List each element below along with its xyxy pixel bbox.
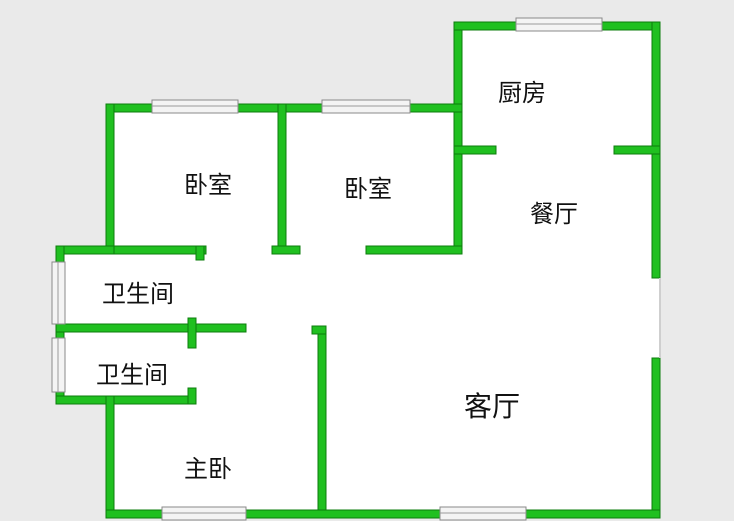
wall-master-right-cap [311, 325, 327, 335]
wall-kitchen-left [453, 21, 463, 253]
wall-kitchen-stub-right [613, 145, 661, 155]
label-kitchen: 厨房 [498, 79, 546, 107]
wall-bottom [105, 509, 661, 519]
floor-area [56, 24, 660, 514]
wall-bath-bottom-jamb [187, 387, 197, 405]
watermark-line-2: 以上图片仅供参考，以实际为准 [300, 285, 412, 295]
label-bedroom-right: 卧室 [344, 175, 392, 203]
window-bedroom-left [151, 99, 239, 114]
wall-bedroom-bottom-mid [271, 245, 301, 255]
wall-bedroom-bottom-right [365, 245, 463, 255]
label-bathroom-lower: 卫生间 [96, 361, 168, 389]
window-living-bottom [439, 506, 527, 521]
wall-bath-divider [55, 323, 247, 333]
label-bedroom-left: 卧室 [184, 171, 232, 199]
watermark: zhgzhu 中介 | HDWJ | 生 | HOOYOU | 展 DNALOO… [242, 270, 527, 295]
wall-bath-top [55, 245, 115, 255]
window-master-bottom [161, 506, 247, 521]
wall-master-right [317, 325, 327, 519]
wall-bath-bottom [55, 395, 197, 405]
walls [55, 21, 661, 519]
label-living-room: 客厅 [464, 390, 520, 423]
wall-door-jamb [195, 245, 205, 261]
room-labels: 厨房 卧室 卧室 餐厅 卫生间 卫生间 客厅 主卧 [96, 79, 578, 483]
label-dining: 餐厅 [530, 200, 578, 228]
wall-between-bedrooms [277, 103, 287, 251]
wall-bath-divider-jamb [187, 317, 197, 349]
wall-master-left [105, 395, 115, 519]
watermark-line-1: zhgzhu 中介 | HDWJ | 生 | HOOYOU | 展 DNALOO… [242, 270, 527, 283]
wall-left-bedroom [105, 103, 115, 251]
window-bath-lower [51, 337, 66, 393]
wall-bedroom-bottom-left [105, 245, 207, 255]
window-bedroom-right [321, 99, 411, 114]
windows [51, 17, 661, 521]
window-kitchen [515, 17, 603, 32]
window-bath-upper [51, 261, 66, 325]
label-master-bedroom: 主卧 [184, 455, 232, 483]
wall-right-lower [651, 357, 661, 519]
label-bathroom-upper: 卫生间 [102, 280, 174, 308]
wall-kitchen-stub-left [453, 145, 497, 155]
